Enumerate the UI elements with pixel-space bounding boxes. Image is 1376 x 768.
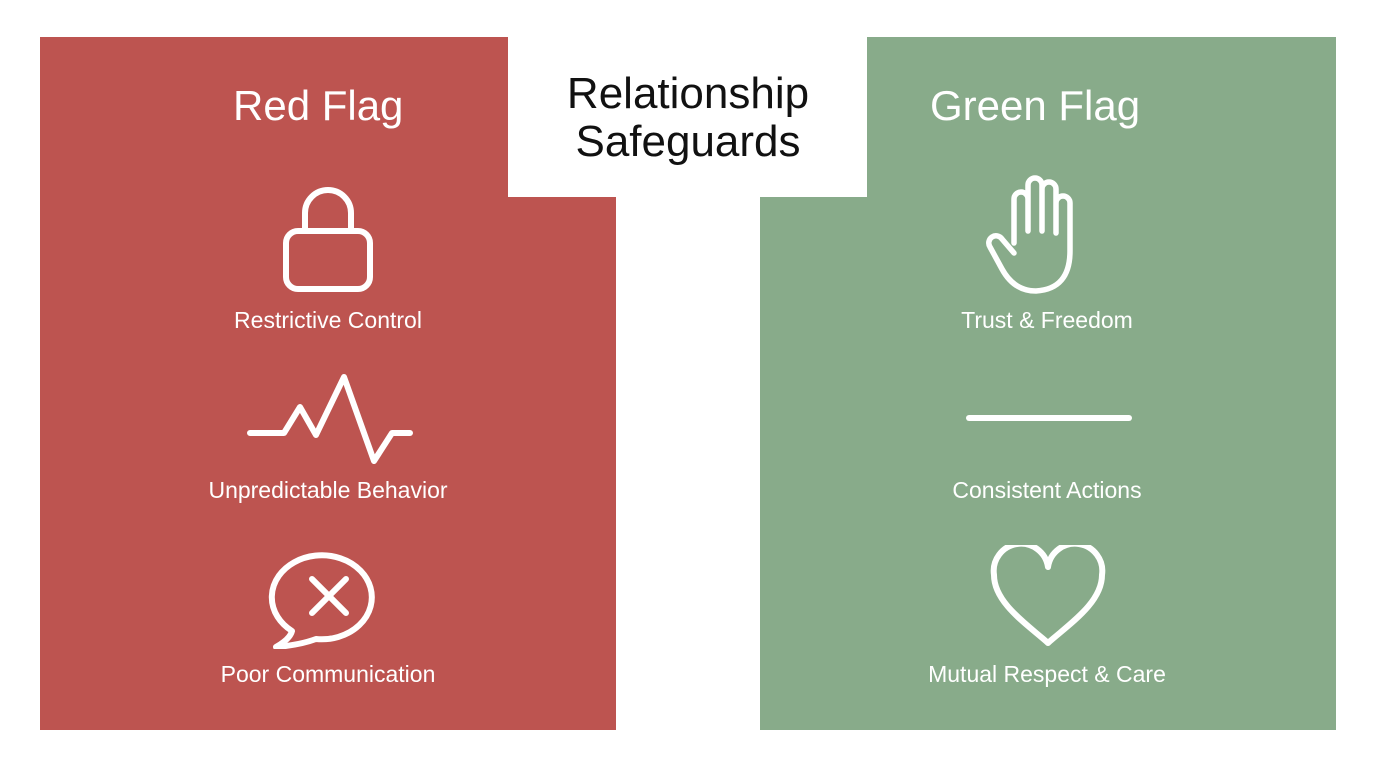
- trust-freedom-label: Trust & Freedom: [961, 307, 1133, 333]
- steady-line-icon: [966, 415, 1132, 421]
- poor-communication-label: Poor Communication: [220, 661, 436, 687]
- title-line-2: Safeguards: [575, 117, 801, 166]
- open-hand-icon: [986, 175, 1073, 294]
- erratic-pulse-icon: [247, 374, 413, 464]
- diagram-title: Relationship Safeguards: [508, 70, 868, 166]
- restrictive-control-label: Restrictive Control: [234, 307, 422, 333]
- red-flag-heading: Red Flag: [233, 82, 404, 129]
- unpredictable-behavior-label: Unpredictable Behavior: [208, 477, 448, 503]
- green-flag-heading: Green Flag: [930, 82, 1141, 129]
- speech-bubble-x-icon: [268, 552, 375, 649]
- lock-icon: [283, 187, 373, 292]
- consistent-actions-label: Consistent Actions: [952, 477, 1142, 503]
- mutual-respect-care-label: Mutual Respect & Care: [928, 661, 1166, 687]
- title-line-1: Relationship: [566, 69, 810, 118]
- heart-icon: [990, 545, 1106, 646]
